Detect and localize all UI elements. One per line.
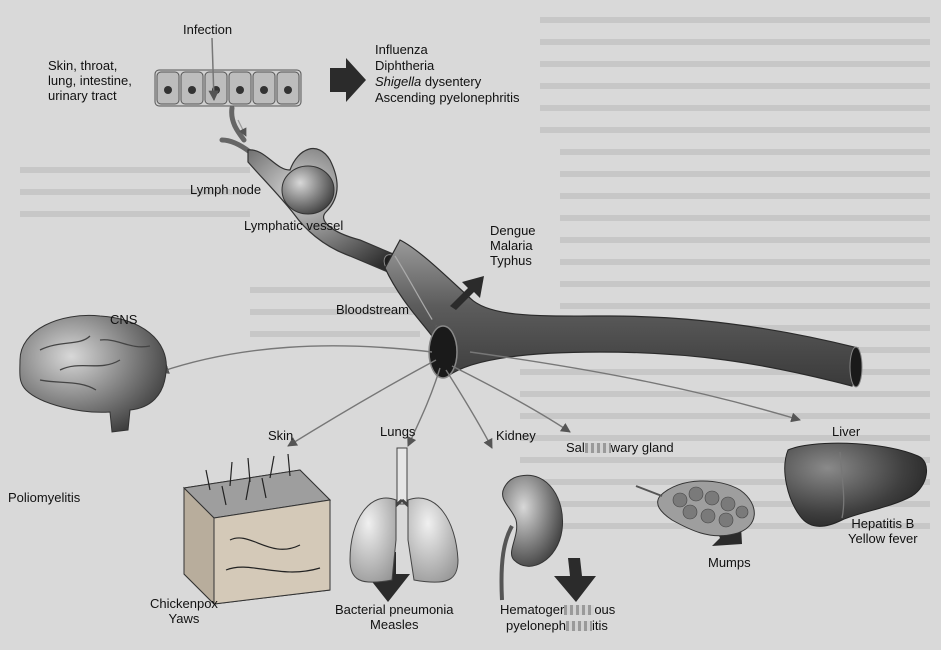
kidney-disease-2a: pyeloneph	[506, 618, 566, 633]
kidney-disease-1b: ous	[594, 602, 615, 617]
liver-label: Liver	[832, 424, 860, 439]
shigella-genus: Shigella	[375, 74, 421, 89]
kidney-label: Kidney	[496, 428, 536, 443]
kidney-diseases-line2: pyeloneph itis	[506, 618, 608, 633]
lymph-node-shape	[248, 149, 398, 272]
kidney-disease-1a: Hematoger	[500, 602, 564, 617]
diphtheria-label: Diphtheria	[375, 58, 434, 73]
influenza-label: Influenza	[375, 42, 428, 57]
salivary-1: Sal	[566, 440, 585, 455]
lymph-channel	[222, 108, 250, 152]
shigella-disease: dysentery	[421, 74, 481, 89]
infection-label: Infection	[183, 22, 232, 37]
cns-label: CNS	[110, 312, 137, 327]
entry-sites-label: Skin, throat, lung, intestine, urinary t…	[48, 58, 132, 103]
lungs-label: Lungs	[380, 424, 415, 439]
liver-diseases-label: Hepatitis B Yellow fever	[848, 516, 918, 546]
lymphatic-vessel-label: Lymphatic vessel	[244, 218, 343, 233]
salivary-gland-icon	[636, 481, 754, 536]
shigella-label: Shigella dysentery	[375, 74, 481, 89]
lungs-icon	[350, 448, 458, 582]
salivary-gland-label: Sal wary gland	[566, 440, 674, 455]
skin-block-icon	[184, 454, 330, 604]
chickenpox-yaws-label: Chickenpox Yaws	[150, 596, 218, 626]
kidney-diseases-line1: Hematoger ous	[500, 602, 615, 617]
lymph-node-label: Lymph node	[190, 182, 261, 197]
skin-label: Skin	[268, 428, 293, 443]
brain-icon	[20, 315, 167, 432]
salivary-2: wary gland	[611, 440, 674, 455]
kidney-disease-2b: itis	[592, 618, 608, 633]
poliomyelitis-label: Poliomyelitis	[8, 490, 80, 505]
mumps-label: Mumps	[708, 555, 751, 570]
lungs-diseases-label: Bacterial pneumonia Measles	[335, 602, 454, 632]
pyelonephritis-label: Ascending pyelonephritis	[375, 90, 520, 105]
epithelial-cells-icon	[155, 70, 301, 106]
kidney-icon	[501, 475, 562, 600]
bloodstream-label: Bloodstream	[336, 302, 409, 317]
dengue-malaria-typhus-label: Dengue Malaria Typhus	[490, 223, 536, 268]
liver-icon	[785, 443, 927, 526]
